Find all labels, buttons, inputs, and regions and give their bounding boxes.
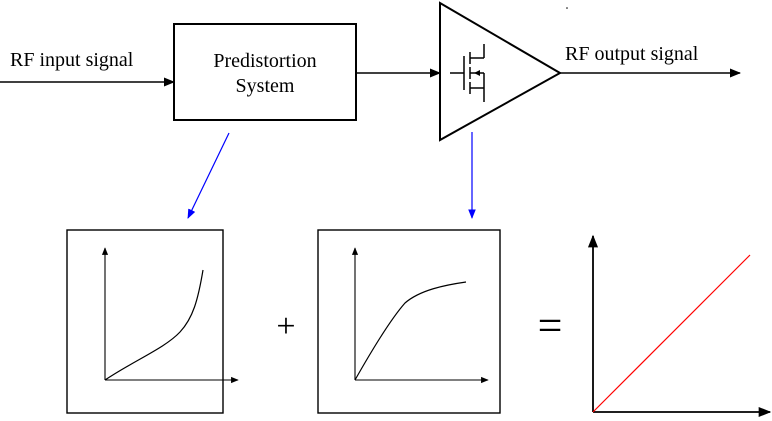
input-signal-label: RF input signal bbox=[10, 49, 134, 71]
linear-result-graph bbox=[587, 234, 772, 418]
plus-symbol: + bbox=[276, 308, 295, 345]
linear-response-line bbox=[592, 254, 751, 413]
predistortion-label-line1: Predistortion bbox=[213, 50, 316, 72]
amplifier-triangle bbox=[439, 1, 563, 142]
predistortion-label-line2: System bbox=[236, 75, 295, 97]
predistortion-curve-panel bbox=[66, 229, 239, 414]
stray-dot bbox=[566, 7, 568, 9]
predistortion-pointer-arrow bbox=[187, 132, 230, 219]
output-signal-label: RF output signal bbox=[565, 43, 699, 65]
predistortion-block bbox=[173, 23, 357, 121]
amplifier-curve-panel bbox=[317, 229, 501, 414]
transistor-icon bbox=[450, 44, 485, 102]
compression-curve bbox=[354, 281, 467, 381]
equals-symbol: = bbox=[538, 301, 563, 350]
expansion-curve bbox=[104, 269, 204, 381]
